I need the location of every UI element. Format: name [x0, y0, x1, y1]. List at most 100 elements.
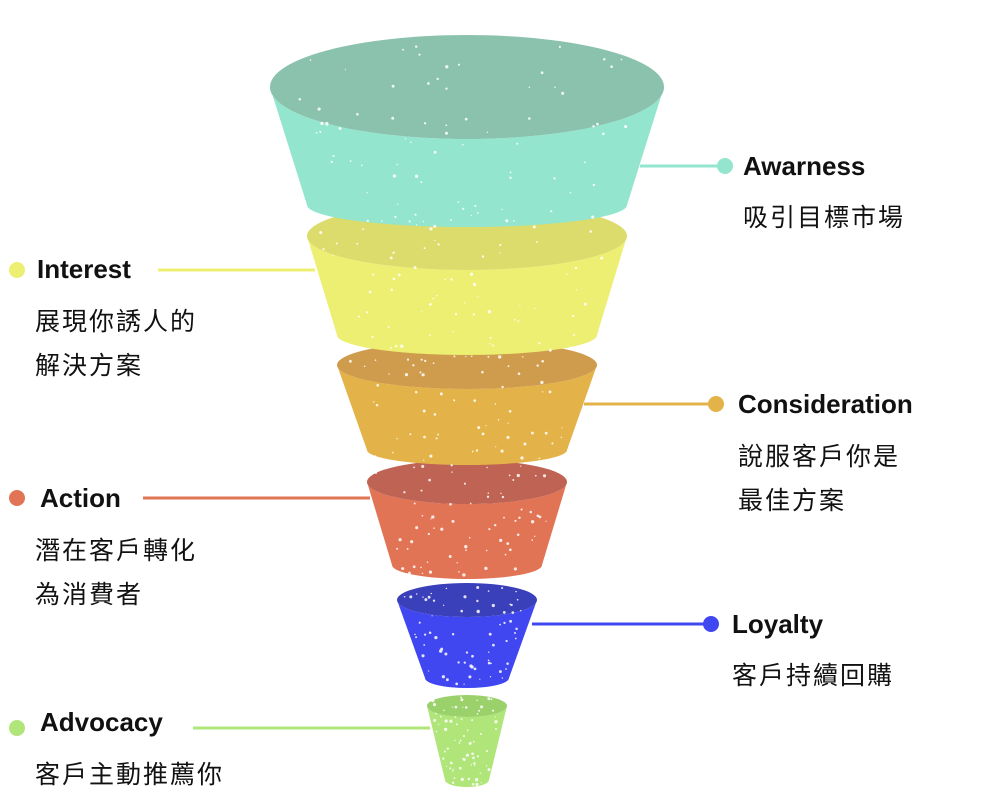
speckle-texture	[427, 670, 430, 672]
speckle-texture	[366, 311, 369, 314]
speckle-texture	[372, 273, 375, 276]
speckle-texture	[470, 764, 473, 766]
speckle-texture	[501, 208, 503, 211]
stage-description-interest: 展現你誘人的	[35, 307, 197, 336]
funnel-segment-body	[307, 236, 627, 355]
funnel-segment-consideration	[337, 341, 597, 465]
speckle-texture	[400, 344, 404, 348]
speckle-texture	[473, 764, 476, 766]
stage-description-action: 潛在客戶轉化	[35, 536, 197, 565]
speckle-texture	[478, 709, 481, 712]
speckle-texture	[548, 348, 552, 352]
speckle-texture	[412, 565, 416, 569]
funnel-segment-top	[427, 695, 507, 717]
speckle-texture	[507, 365, 510, 368]
speckle-texture	[489, 336, 492, 339]
speckle-texture	[471, 450, 474, 453]
speckle-texture	[535, 240, 538, 243]
speckle-texture	[508, 548, 512, 552]
speckle-texture	[515, 627, 518, 631]
speckle-texture	[463, 482, 466, 485]
speckle-texture	[469, 502, 472, 505]
stage-title-action: Action	[40, 483, 121, 513]
speckle-texture	[427, 532, 430, 536]
stage-description-loyalty: 客戶持續回購	[732, 661, 894, 690]
speckle-texture	[434, 239, 436, 242]
speckle-texture	[487, 659, 490, 662]
speckle-texture	[421, 464, 425, 468]
speckle-texture	[453, 355, 456, 358]
speckle-texture	[533, 307, 536, 310]
speckle-texture	[338, 127, 342, 130]
speckle-texture	[596, 122, 599, 126]
speckle-texture	[460, 609, 464, 613]
speckle-texture	[433, 413, 437, 416]
speckle-texture	[610, 65, 613, 69]
speckle-texture	[450, 219, 452, 221]
speckle-texture	[450, 278, 453, 281]
speckle-texture	[513, 220, 515, 222]
stage-title-consideration: Consideration	[738, 389, 913, 419]
speckle-texture	[531, 539, 533, 541]
funnel-segment-top	[270, 35, 664, 139]
stage-description-awarness: 吸引目標市場	[743, 203, 905, 232]
speckle-texture	[423, 459, 425, 461]
speckle-texture	[498, 355, 502, 359]
speckle-texture	[485, 750, 488, 753]
bullet-dot-action	[9, 490, 25, 506]
speckle-texture	[413, 466, 415, 469]
speckle-texture	[505, 219, 509, 223]
speckle-texture	[410, 141, 412, 144]
speckle-texture	[391, 451, 394, 454]
speckle-texture	[445, 124, 448, 127]
speckle-texture	[558, 45, 562, 49]
speckle-texture	[505, 639, 508, 643]
speckle-texture	[486, 495, 490, 498]
speckle-texture	[397, 273, 401, 277]
stage-description-consideration: 最佳方案	[738, 486, 846, 515]
stage-description-action: 為消費者	[35, 580, 143, 609]
speckle-texture	[499, 623, 501, 626]
speckle-texture	[449, 761, 453, 765]
funnel-segment-body	[397, 600, 537, 688]
speckle-texture	[444, 652, 448, 656]
speckle-texture	[309, 59, 312, 61]
speckle-texture	[520, 456, 524, 460]
speckle-texture	[470, 355, 473, 358]
speckle-texture	[503, 516, 505, 519]
speckle-texture	[315, 131, 318, 134]
funnel-segment-top	[367, 460, 567, 504]
speckle-texture	[463, 683, 465, 685]
speckle-texture	[423, 644, 426, 646]
speckle-texture	[442, 757, 445, 760]
speckle-texture	[409, 595, 413, 599]
speckle-texture	[457, 661, 460, 664]
speckle-texture	[477, 426, 481, 430]
speckle-texture	[488, 632, 492, 636]
speckle-texture	[476, 609, 480, 614]
speckle-texture	[541, 359, 545, 363]
speckle-texture	[529, 510, 533, 514]
speckle-texture	[494, 716, 496, 718]
speckle-texture	[414, 390, 418, 394]
speckle-texture	[420, 181, 423, 184]
speckle-texture	[454, 739, 456, 742]
speckle-texture	[298, 98, 302, 101]
speckle-texture	[423, 122, 427, 125]
speckle-texture	[453, 777, 456, 780]
speckle-texture	[486, 131, 489, 134]
speckle-texture	[404, 138, 407, 140]
speckle-texture	[404, 372, 409, 377]
speckle-texture	[476, 755, 479, 758]
speckle-texture	[451, 632, 455, 636]
stage-description-consideration: 說服客戶你是	[738, 442, 900, 471]
speckle-texture	[428, 478, 431, 482]
speckle-texture	[366, 191, 368, 194]
speckle-texture	[465, 651, 469, 654]
speckle-texture	[494, 720, 498, 724]
speckle-texture	[437, 243, 440, 246]
speckle-texture	[506, 542, 510, 546]
speckle-texture	[465, 753, 469, 757]
speckle-texture	[536, 514, 540, 518]
speckle-texture	[487, 355, 490, 358]
